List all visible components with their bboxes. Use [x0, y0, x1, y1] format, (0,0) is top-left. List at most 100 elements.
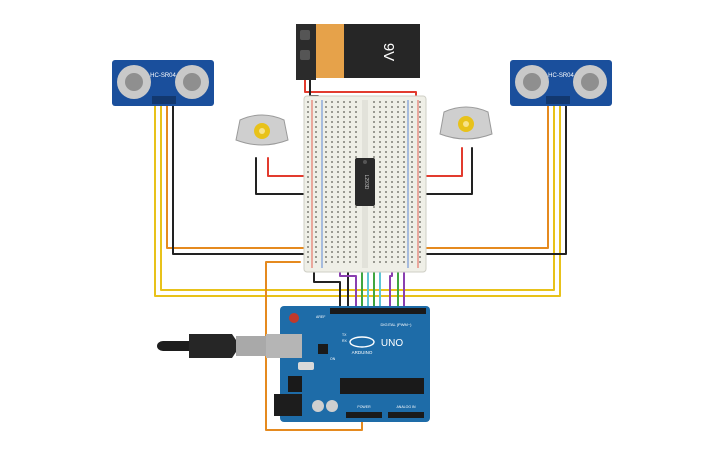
breadboard-hole — [411, 186, 413, 188]
breadboard-hole — [403, 131, 405, 133]
breadboard-hole — [331, 226, 333, 228]
breadboard-hole — [343, 156, 345, 158]
breadboard-hole — [315, 211, 317, 213]
breadboard-hole — [379, 141, 381, 143]
breadboard-hole — [373, 136, 375, 138]
breadboard-hole — [385, 116, 387, 118]
breadboard-hole — [411, 201, 413, 203]
usb-cable[interactable] — [157, 334, 266, 358]
breadboard-hole — [307, 101, 309, 103]
dc-motor-left[interactable] — [235, 114, 289, 146]
breadboard-hole — [419, 151, 421, 153]
breadboard-hole — [403, 211, 405, 213]
breadboard-hole — [337, 156, 339, 158]
breadboard-hole — [373, 121, 375, 123]
breadboard-hole — [315, 196, 317, 198]
breadboard-hole — [343, 176, 345, 178]
breadboard-hole — [419, 246, 421, 248]
breadboard-hole — [403, 176, 405, 178]
breadboard-hole — [373, 156, 375, 158]
breadboard-hole — [331, 126, 333, 128]
breadboard-hole — [315, 116, 317, 118]
sensor-right-transducer-2-core — [581, 73, 599, 91]
breadboard-hole — [355, 156, 357, 158]
breadboard-hole — [307, 196, 309, 198]
breadboard-hole — [331, 221, 333, 223]
wire-sensor-right-gnd[interactable] — [417, 103, 567, 255]
breadboard-hole — [343, 246, 345, 248]
breadboard-hole — [315, 166, 317, 168]
breadboard-hole — [391, 221, 393, 223]
usb-cable-strain — [163, 341, 189, 351]
breadboard-hole — [403, 196, 405, 198]
wire-sensor-left-trig[interactable] — [160, 103, 555, 291]
breadboard-hole — [397, 181, 399, 183]
breadboard-hole — [419, 241, 421, 243]
breadboard-hole — [315, 146, 317, 148]
breadboard-hole — [403, 136, 405, 138]
breadboard-hole — [315, 136, 317, 138]
breadboard-hole — [325, 111, 327, 113]
breadboard-hole — [397, 196, 399, 198]
power-header-label: POWER — [357, 405, 371, 409]
breadboard-hole — [385, 216, 387, 218]
breadboard-hole — [379, 166, 381, 168]
breadboard-hole — [343, 121, 345, 123]
breadboard-hole — [411, 136, 413, 138]
usb-port — [266, 334, 302, 358]
breadboard-hole — [419, 196, 421, 198]
breadboard-hole — [337, 241, 339, 243]
breadboard-hole — [337, 221, 339, 223]
breadboard-hole — [307, 181, 309, 183]
breadboard-hole — [379, 176, 381, 178]
dc-motor-right[interactable] — [439, 106, 493, 140]
digital-header-label: DIGITAL (PWM~) — [381, 322, 413, 327]
wire-sensor-right-echo[interactable] — [411, 103, 549, 249]
reset-button[interactable] — [289, 313, 299, 323]
breadboard-hole — [403, 116, 405, 118]
sensor-left-transducer-1-core — [125, 73, 143, 91]
breadboard-hole — [349, 206, 351, 208]
arduino-uno[interactable]: DIGITAL (PWM~) AREF TX RX ON ARDUINO UNO… — [266, 306, 430, 422]
breadboard-hole — [419, 181, 421, 183]
breadboard-hole — [349, 136, 351, 138]
breadboard-hole — [349, 196, 351, 198]
wire-sensor-left-echo[interactable] — [166, 103, 311, 249]
wire-sensor-left-vcc[interactable] — [154, 103, 561, 297]
breadboard-hole — [379, 111, 381, 113]
breadboard-hole — [385, 201, 387, 203]
breadboard-hole — [385, 191, 387, 193]
breadboard-hole — [403, 221, 405, 223]
breadboard-hole — [373, 206, 375, 208]
breadboard-hole — [397, 136, 399, 138]
ultrasonic-sensor-right[interactable]: HC-SR04 — [510, 60, 612, 106]
breadboard-hole — [403, 241, 405, 243]
breadboard-hole — [385, 206, 387, 208]
breadboard-hole — [331, 171, 333, 173]
breadboard-hole — [385, 186, 387, 188]
ultrasonic-sensor-left[interactable]: HC-SR04 — [112, 60, 214, 106]
breadboard-hole — [391, 246, 393, 248]
breadboard-hole — [385, 121, 387, 123]
breadboard-hole — [355, 236, 357, 238]
motor-driver-ic[interactable]: L293D — [355, 158, 375, 206]
wire-sensor-left-gnd[interactable] — [172, 103, 317, 255]
breadboard-hole — [411, 166, 413, 168]
breadboard-hole — [331, 186, 333, 188]
breadboard-hole — [397, 191, 399, 193]
battery-9v[interactable]: 9V — [296, 24, 420, 80]
breadboard-hole — [331, 161, 333, 163]
breadboard-hole — [331, 101, 333, 103]
wire-power-5v[interactable] — [265, 261, 363, 431]
breadboard-hole — [315, 106, 317, 108]
breadboard-hole — [355, 211, 357, 213]
breadboard-hole — [315, 246, 317, 248]
sensor-right-transducer-1-core — [523, 73, 541, 91]
breadboard-hole — [337, 246, 339, 248]
breadboard-hole — [419, 231, 421, 233]
breadboard-hole — [355, 251, 357, 253]
breadboard-hole — [331, 251, 333, 253]
breadboard-hole — [355, 146, 357, 148]
breadboard-hole — [331, 196, 333, 198]
